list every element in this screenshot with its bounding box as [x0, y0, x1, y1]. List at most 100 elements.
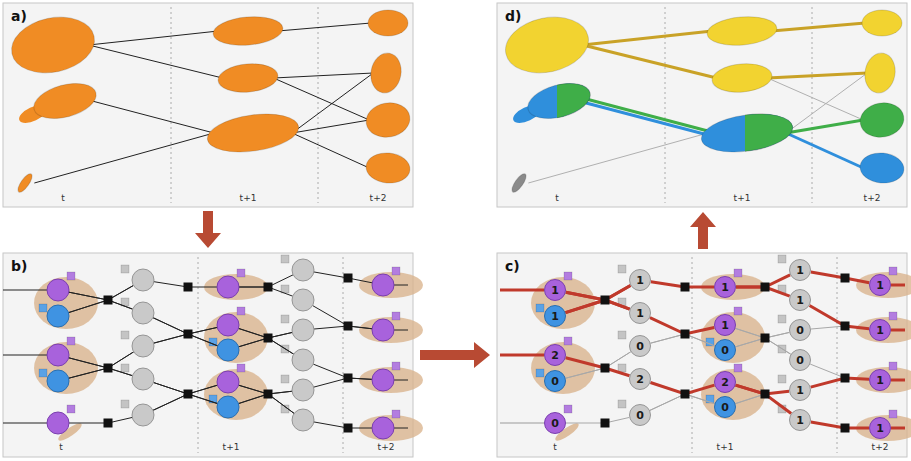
- unary-factor: [39, 304, 47, 312]
- variable-node: 0: [544, 412, 566, 434]
- variable-node: [47, 412, 69, 434]
- variable-node: [372, 319, 394, 341]
- track-line: [786, 133, 863, 168]
- message-edge: [566, 417, 629, 423]
- tracked-cell: [862, 51, 898, 96]
- factor-wire: [313, 306, 373, 329]
- unary-factor: [536, 369, 544, 377]
- lead-wire: [500, 289, 544, 292]
- track-line: [92, 101, 214, 133]
- unary-factor: [392, 362, 400, 370]
- time-separator: [318, 7, 319, 203]
- factor-wire: [69, 285, 134, 300]
- lead-wire: [394, 285, 408, 286]
- factor-square: [264, 283, 273, 292]
- unary-factor: [618, 331, 626, 339]
- time-label: t+1: [717, 442, 734, 452]
- variable-node: 2: [714, 371, 736, 393]
- state-count: 0: [636, 340, 644, 353]
- lead-wire: [891, 427, 905, 430]
- time-separator: [837, 257, 838, 453]
- message-edge: [566, 358, 630, 376]
- state-count: 1: [796, 264, 804, 277]
- variable-node: 1: [544, 305, 566, 327]
- lead-wire: [3, 355, 47, 356]
- panel: [497, 3, 907, 207]
- variable-node: 1: [544, 279, 566, 301]
- variable-node: 0: [714, 339, 736, 361]
- variable-node: [292, 379, 314, 401]
- unary-factor: [121, 400, 129, 408]
- state-count: 0: [796, 324, 804, 337]
- unary-factor: [237, 307, 245, 315]
- unary-factor: [778, 375, 786, 383]
- variable-node: 0: [789, 349, 811, 371]
- panel-label: c): [505, 258, 520, 274]
- panel: [3, 3, 413, 207]
- factor-wire: [69, 368, 133, 378]
- track-line: [292, 73, 373, 133]
- variable-node: [47, 370, 69, 392]
- factor-square: [104, 296, 113, 305]
- time-label: t+2: [872, 442, 889, 452]
- track-line: [292, 133, 369, 168]
- variable-node: [132, 269, 154, 291]
- unary-factor: [564, 337, 572, 345]
- factor-square: [184, 283, 193, 292]
- variable-node: 0: [714, 396, 736, 418]
- state-count: 0: [551, 375, 559, 388]
- track-line: [583, 45, 717, 78]
- lead-wire: [500, 354, 544, 357]
- tracked-cell: [859, 151, 905, 185]
- variable-node: [217, 276, 239, 298]
- tracked-cell: [857, 99, 906, 140]
- factor-square: [344, 424, 353, 433]
- tracked-cell: [205, 109, 301, 157]
- unary-factor: [39, 369, 47, 377]
- factor-square: [184, 330, 193, 339]
- tracked-cell: [365, 151, 411, 185]
- factor-square: [841, 274, 850, 283]
- lead-wire: [394, 330, 408, 331]
- factor-wire: [314, 272, 372, 283]
- tracked-cell: [363, 99, 412, 140]
- tracked-cell-part: [557, 77, 594, 124]
- time-separator: [812, 7, 813, 203]
- state-count: 1: [796, 384, 804, 397]
- unary-factor: [67, 272, 75, 280]
- variable-node: [372, 369, 394, 391]
- time-label: t+2: [370, 193, 387, 203]
- factor-square: [761, 390, 770, 399]
- unary-factor: [734, 307, 742, 315]
- variable-node: 1: [869, 319, 891, 341]
- panel: [497, 253, 907, 457]
- variable-node: [217, 314, 239, 336]
- tracked-cell: [217, 61, 279, 94]
- lead-wire: [3, 290, 47, 291]
- state-count: 0: [796, 354, 804, 367]
- cell-region: [531, 277, 595, 329]
- state-count: 0: [551, 417, 559, 430]
- state-count: 1: [876, 422, 884, 435]
- variable-node: 1: [789, 409, 811, 431]
- message-edge: [810, 306, 870, 329]
- factor-wire: [239, 385, 295, 413]
- time-label: t+2: [378, 442, 395, 452]
- time-label: t: [553, 442, 557, 452]
- variable-node: [217, 396, 239, 418]
- variable-node: [292, 289, 314, 311]
- variable-node: [47, 344, 69, 366]
- factor-wire: [69, 352, 134, 378]
- time-label: t+2: [864, 193, 881, 203]
- factor-wire: [314, 326, 372, 329]
- state-count: 1: [796, 294, 804, 307]
- message-edge: [811, 378, 869, 387]
- factor-wire: [314, 378, 372, 387]
- lead-wire: [500, 423, 544, 424]
- message-edge: [565, 285, 630, 312]
- cell-region: [701, 312, 765, 363]
- message-edge: [811, 272, 869, 283]
- variable-node: [47, 305, 69, 327]
- time-label: t: [555, 193, 559, 203]
